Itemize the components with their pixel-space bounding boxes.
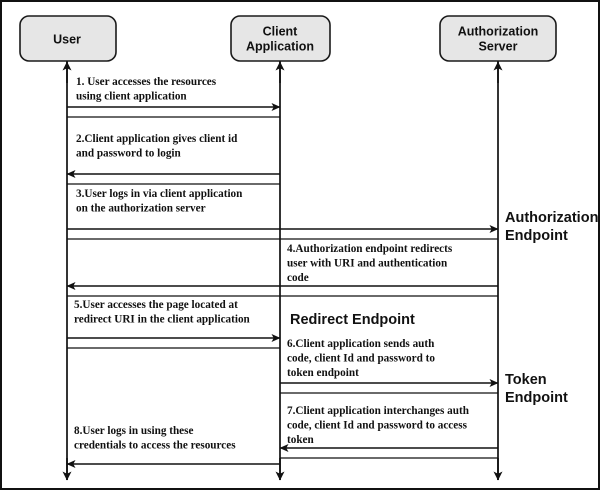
endpoint-label-redirect-endpoint: Redirect Endpoint	[290, 312, 415, 328]
message-8: 8.User logs in using these credentials to…	[66, 425, 280, 468]
message-label-8-line-0: 8.User logs in using these	[74, 425, 193, 437]
message-4: 4.Authorization endpoint redirects user w…	[66, 243, 498, 290]
message-label-5-line-1: redirect URI in the client application	[74, 314, 251, 326]
message-1: 1. User accesses the resources using clie…	[67, 76, 281, 111]
message-5: 5.User accesses the page located at redir…	[67, 299, 281, 342]
lifelines-layer	[62, 61, 503, 481]
actor-label-client: Client	[263, 25, 299, 39]
message-label-3-line-0: 3.User logs in via client application	[76, 188, 243, 200]
message-label-4-line-0: 4.Authorization endpoint redirects	[287, 243, 453, 255]
message-label-1-line-1: using client application	[76, 91, 187, 103]
message-label-7-line-2: token	[287, 434, 315, 446]
endpoint-label-text-authorization-endpoint-0: Authorization	[505, 210, 598, 226]
message-label-5-line-0: 5.User accesses the page located at	[74, 299, 238, 311]
message-label-1-line-0: 1. User accesses the resources	[76, 76, 217, 88]
endpoint-label-text-redirect-endpoint-0: Redirect Endpoint	[290, 312, 415, 328]
message-6: 6.Client application sends auth code, cli…	[280, 338, 499, 387]
actor-label2-client: Application	[246, 40, 314, 54]
actor-box-user	[19, 15, 117, 62]
message-3: 3.User logs in via client application on …	[67, 188, 499, 233]
message-7: 7.Client application interchanges auth co…	[279, 405, 498, 452]
endpoint-label-text-token-endpoint-1: Endpoint	[505, 390, 568, 406]
actor-box-client	[230, 15, 331, 62]
message-label-7-line-1: code, client Id and password to access	[287, 420, 468, 432]
actor-user[interactable]: User	[19, 15, 117, 62]
message-label-6-line-0: 6.Client application sends auth	[287, 338, 435, 350]
actor-label-user: User	[53, 33, 81, 47]
message-label-4-line-2: code	[287, 272, 309, 284]
message-label-2-line-0: 2.Client application gives client id	[76, 133, 238, 145]
endpoint-label-text-authorization-endpoint-1: Endpoint	[505, 228, 568, 244]
message-2: 2.Client application gives client id and …	[66, 133, 280, 178]
message-label-6-line-2: token endpoint	[287, 367, 359, 379]
message-label-4-line-1: user with URI and authentication	[287, 258, 448, 270]
endpoint-label-text-token-endpoint-0: Token	[505, 372, 547, 388]
message-label-3-line-1: on the authorization server	[76, 203, 206, 215]
messages-layer: 1. User accesses the resources using clie…	[66, 76, 499, 468]
message-label-8-line-1: credentials to access the resources	[74, 440, 236, 452]
message-label-6-line-1: code, client Id and password to	[287, 353, 435, 365]
actor-box-authserver	[439, 15, 557, 62]
separators-layer	[67, 116, 498, 459]
actor-label2-authserver: Server	[479, 40, 518, 54]
message-label-7-line-0: 7.Client application interchanges auth	[287, 405, 470, 417]
message-label-2-line-1: and password to login	[76, 148, 182, 160]
actor-label-authserver: Authorization	[458, 25, 539, 39]
